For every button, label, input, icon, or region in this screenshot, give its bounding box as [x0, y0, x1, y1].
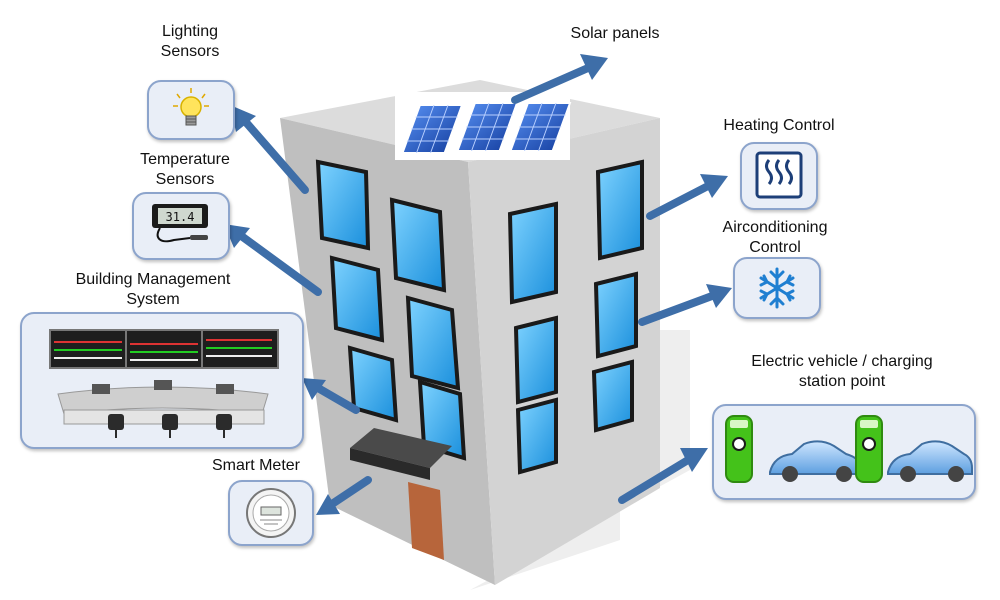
- monitor-wall: [49, 329, 279, 369]
- arrowhead: [224, 224, 250, 248]
- window: [347, 345, 399, 423]
- window: [593, 271, 638, 359]
- smart-meter-box: [228, 480, 314, 546]
- bms-box: [20, 312, 304, 449]
- entrance: [350, 428, 452, 560]
- window: [513, 315, 558, 405]
- heating-control-label: Heating Control: [723, 117, 835, 134]
- solar-panels: [395, 92, 572, 160]
- temperature-sensors-label: Temperature Sensors: [140, 151, 230, 188]
- window: [389, 197, 447, 293]
- arrow-smart-meter: [328, 476, 372, 508]
- solar-panel: [509, 102, 572, 152]
- lighting-sensors-label: Lighting Sensors: [160, 23, 220, 60]
- ev-charging-illustration: [725, 415, 973, 483]
- thermometer-reading: 31.4: [166, 210, 195, 224]
- charger-icon: [725, 415, 753, 483]
- aircon-control-box: [733, 257, 821, 319]
- control-room-image: [49, 329, 279, 438]
- heating-control-box: [740, 142, 818, 210]
- lighting-sensor-box: [147, 80, 235, 140]
- arrow-bms: [314, 384, 360, 414]
- front-windows: [315, 159, 467, 461]
- snowflake-icon: [759, 267, 795, 309]
- window: [315, 159, 371, 251]
- arrow-lighting: [240, 116, 309, 194]
- arrowhead: [700, 174, 728, 198]
- ev-charging-label: Electric vehicle / charging station poin…: [751, 353, 933, 390]
- side-windows: [507, 159, 644, 475]
- lightbulb-icon: [173, 88, 209, 126]
- arrowhead: [706, 284, 732, 308]
- car-icon: [887, 440, 973, 482]
- bms-label: Building Management System: [75, 271, 231, 308]
- arrowhead: [580, 54, 608, 80]
- window: [329, 255, 385, 343]
- arrow-aircon: [638, 292, 716, 326]
- window: [507, 201, 558, 305]
- thermometer-icon: 31.4: [152, 204, 208, 243]
- solar-panel: [456, 102, 519, 152]
- arrowhead: [302, 378, 326, 400]
- window: [515, 397, 558, 475]
- window: [417, 379, 467, 461]
- car-icon: [769, 440, 863, 482]
- arrow-solar: [511, 64, 592, 104]
- arrow-temperature: [236, 231, 322, 296]
- arrow-ev: [618, 456, 692, 504]
- temperature-sensor-box: 31.4: [132, 192, 230, 260]
- solar-panel: [401, 104, 464, 154]
- door: [408, 482, 444, 560]
- smart-meter-icon: [246, 488, 296, 538]
- aircon-control-label: Airconditioning Control: [722, 219, 828, 256]
- arrowhead: [230, 105, 256, 132]
- ev-charging-box: [712, 404, 976, 500]
- connector-arrows: [224, 54, 732, 515]
- window: [405, 295, 461, 391]
- arrowhead: [316, 494, 340, 515]
- arrow-heating: [646, 182, 712, 220]
- charger-icon: [855, 415, 883, 483]
- smart-meter-label: Smart Meter: [211, 457, 300, 474]
- arrowhead: [680, 448, 708, 472]
- heating-icon: [755, 151, 803, 199]
- window: [591, 359, 634, 433]
- solar-panels-label: Solar panels: [570, 25, 660, 42]
- awning: [350, 428, 452, 468]
- window: [595, 159, 644, 261]
- chairs: [108, 414, 232, 438]
- awning-front: [350, 448, 430, 480]
